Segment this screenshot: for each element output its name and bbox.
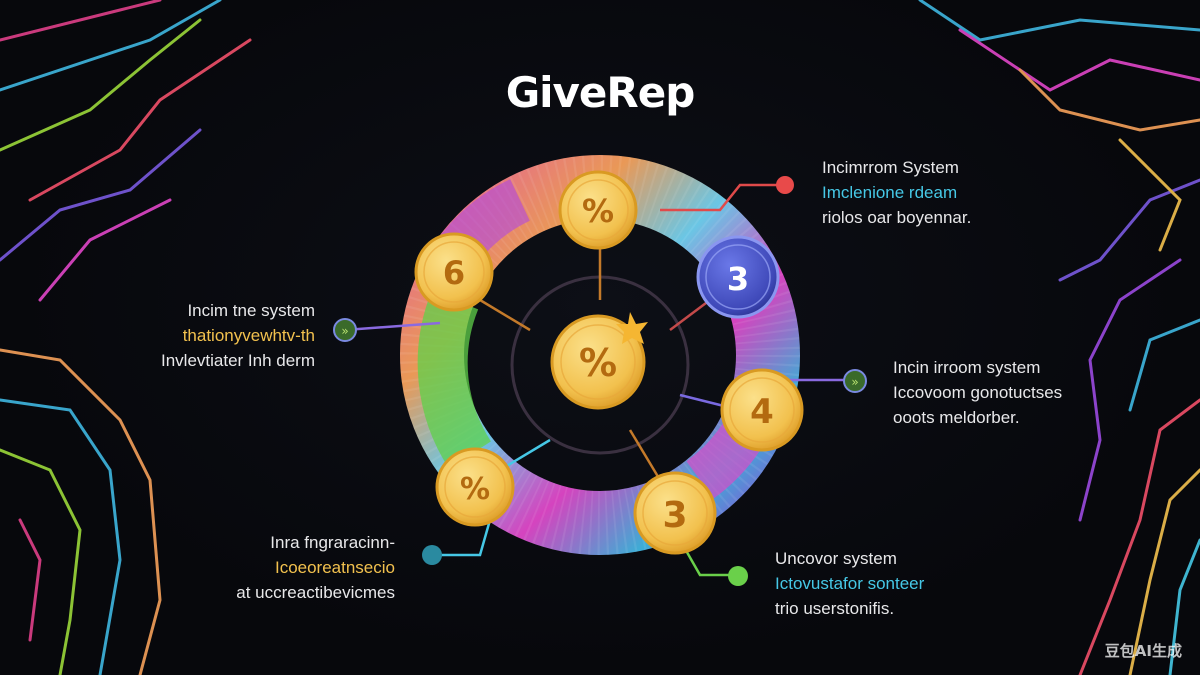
- callout-left-line2: thationyvewhtv-th: [182, 326, 315, 345]
- coin-right-label: 4: [750, 392, 774, 432]
- callout-bottom-left-line3: at uccreactibevicmes: [236, 583, 395, 602]
- callout-left: Incim tne system thationyvewhtv-th Invle…: [100, 298, 315, 373]
- callout-bottom-right-line2: Ictovustafor sonteer: [775, 574, 925, 593]
- callout-top-right-line2: Imclenione rdeam: [822, 183, 958, 202]
- callout-left-line3: Invlevtiater Inh derm: [160, 351, 315, 370]
- svg-text:»: »: [341, 324, 348, 338]
- callout-top-right-line3: riolos oar boyennar.: [822, 208, 972, 227]
- coin-left: 6: [414, 232, 494, 312]
- callout-top-right: Incimrrom System Imclenione rdeam riolos…: [822, 155, 971, 230]
- coin-center: %: [550, 312, 648, 410]
- coin-bottom: 3: [633, 471, 717, 555]
- coin-bottom-label: 3: [662, 495, 687, 536]
- coin-right: 4: [720, 368, 804, 452]
- coin-blue: 3: [696, 235, 780, 319]
- callout-bottom-right: Uncovor system Ictovustafor sonteer trio…: [775, 546, 924, 621]
- callout-left-line1: Incim tne system: [187, 301, 315, 320]
- callout-bottom-left-line2: Icoeoreatnsecio: [274, 558, 395, 577]
- coin-bottom-left-label: %: [460, 472, 490, 507]
- coin-bottom-left: %: [435, 447, 515, 527]
- coin-center-label: %: [579, 341, 617, 385]
- callout-top-right-line1: Incimrrom System: [822, 158, 959, 177]
- callout-right-line3: ooots meldorber.: [893, 408, 1020, 427]
- coin-top: %: [558, 170, 638, 250]
- center-spokes: [479, 240, 741, 481]
- coin-left-label: 6: [443, 254, 465, 292]
- callout-right-line2: Iccovoom gonotuctses: [893, 383, 1063, 402]
- star-icon: [616, 312, 648, 344]
- callout-bottom-right-line3: trio userstonifis.: [775, 599, 895, 618]
- callout-connectors: » »: [333, 176, 867, 586]
- callout-bottom-right-line1: Uncovor system: [775, 549, 897, 568]
- coin-top-label: %: [582, 192, 614, 230]
- callout-right: Incin irroom system Iccovoom gonotuctses…: [893, 355, 1062, 430]
- page-title: GiveRep: [505, 68, 696, 117]
- watermark: 豆包AI生成: [1104, 642, 1182, 660]
- callout-right-line1: Incin irroom system: [893, 358, 1041, 377]
- svg-text:»: »: [851, 375, 858, 389]
- callout-bottom-left: Inra fngraracinn- Icoeoreatnsecio at ucc…: [190, 530, 395, 605]
- coin-blue-label: 3: [727, 260, 749, 298]
- callout-bottom-left-line1: Inra fngraracinn-: [270, 533, 395, 552]
